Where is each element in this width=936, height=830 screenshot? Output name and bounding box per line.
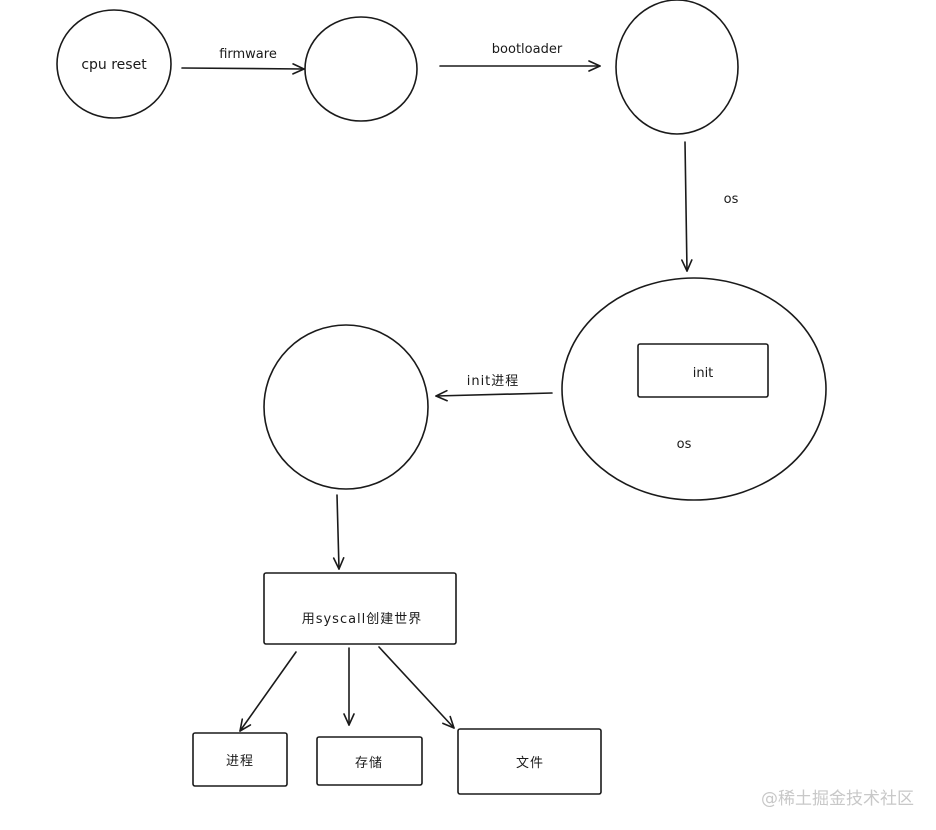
process-node: 进程 — [192, 732, 288, 787]
firmware-edge: firmware — [181, 47, 305, 75]
init-process-node — [263, 324, 429, 490]
syscall-box-label: 用syscall创建世界 — [302, 612, 423, 627]
bootloader-stage-node — [615, 0, 739, 135]
to-file-edge — [378, 646, 455, 729]
bootloader-edge-label: bootloader — [492, 42, 563, 57]
firmware-edge-label: firmware — [219, 47, 277, 62]
storage-node: 存储 — [316, 736, 423, 786]
process-box-label: 进程 — [226, 754, 254, 769]
to-syscall-edge — [332, 494, 345, 570]
cpu-reset-node: cpu reset — [56, 9, 172, 119]
os-edge-label: os — [724, 192, 739, 207]
firmware-stage-node — [304, 16, 418, 122]
cpu-reset-label: cpu reset — [81, 57, 147, 73]
os-edge: os — [681, 141, 739, 272]
file-box-label: 文件 — [516, 756, 544, 771]
os-node-label: os — [677, 437, 692, 452]
to-process-edge — [239, 651, 297, 732]
init-process-edge: init进程 — [435, 374, 553, 402]
init-box-label: init — [693, 366, 714, 381]
watermark: @稀土掘金技术社区 — [761, 789, 914, 809]
file-node: 文件 — [457, 728, 602, 795]
bootloader-edge: bootloader — [439, 42, 601, 72]
os-node: init os — [561, 277, 827, 501]
init-process-edge-label: init进程 — [467, 374, 520, 389]
storage-box-label: 存储 — [355, 756, 383, 771]
syscall-node: 用syscall创建世界 — [263, 572, 457, 645]
